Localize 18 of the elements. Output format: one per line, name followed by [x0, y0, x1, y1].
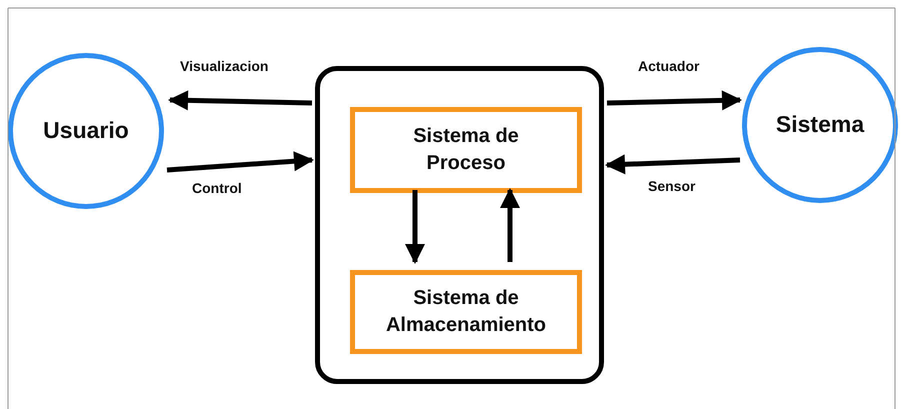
arrow [605, 154, 740, 174]
edge-label: Sensor [646, 178, 698, 194]
arrow [168, 90, 312, 110]
process-box [350, 107, 582, 193]
circle-node [742, 47, 898, 203]
node-label: Sistema de Proceso [412, 124, 520, 176]
node-label: Sistema de Almacenamiento [384, 286, 548, 338]
circle-node [8, 53, 164, 209]
arrow [405, 190, 425, 264]
edge-label: Control [190, 180, 244, 196]
edge-label: Actuador [636, 58, 702, 74]
arrow [606, 90, 742, 110]
arrow [500, 188, 520, 262]
node-label: Sistema [776, 110, 864, 140]
process-box [350, 270, 582, 354]
node-label: Usuario [43, 116, 129, 146]
edge-label: Visualizacion [178, 58, 270, 74]
system-box [315, 66, 604, 384]
